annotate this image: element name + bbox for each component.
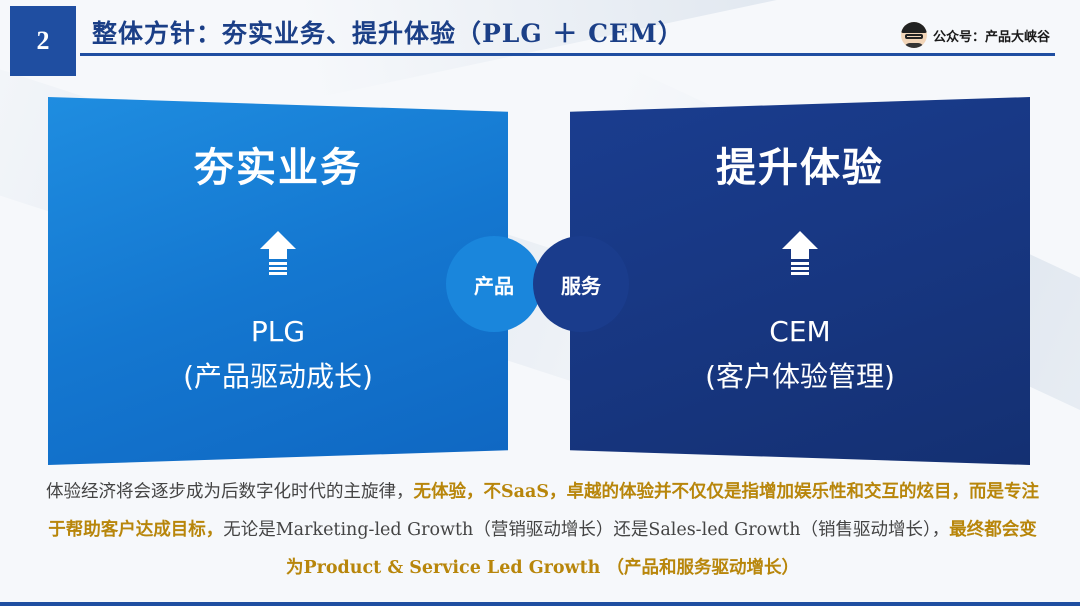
bottom-rule (0, 602, 1080, 606)
summary-paragraph: 体验经济将会逐步成为后数字化时代的主旋律，无体验，不SaaS，卓越的体验并不仅仅… (40, 473, 1045, 587)
brand-label: 公众号：产品大峡谷 (932, 29, 1050, 45)
right-panel-sub1: CEM (769, 315, 831, 348)
left-panel-sub2: (产品驱动成长) (183, 360, 373, 393)
paragraph-segment-1: 体验经济将会逐步成为后数字化时代的主旋律， (46, 482, 414, 502)
service-circle: 服务 (533, 236, 629, 332)
left-panel-sub1: PLG (250, 315, 306, 348)
left-panel-heading: 夯实业务 (194, 145, 362, 191)
title-underline (80, 53, 1055, 56)
up-arrow-icon (782, 231, 818, 275)
right-panel: 提升体验 CEM (客户体验管理) (570, 97, 1030, 465)
brand-header: 公众号：产品大峡谷 (900, 22, 1050, 48)
page-number: 2 (36, 26, 50, 55)
avatar-icon (900, 22, 927, 48)
up-arrow-icon (260, 231, 296, 275)
product-circle: 产品 (446, 236, 542, 332)
left-panel: 夯实业务 PLG (产品驱动成长) (48, 97, 508, 465)
slide-title: 整体方针：夯实业务、提升体验（PLG ＋ CEM） (92, 19, 684, 48)
paragraph-segment-2: 无体验，不SaaS，卓越的体验并不仅仅是指增加娱乐性和交互的炫目，而是专注于帮助… (48, 482, 1039, 540)
service-circle-label: 服务 (561, 273, 601, 298)
paragraph-segment-4: 最终都会变为Product & Service Led Growth （产品和服… (286, 520, 1037, 578)
page-number-badge: 2 (10, 6, 76, 76)
right-panel-sub2: (客户体验管理) (705, 360, 895, 393)
paragraph-segment-3: 无论是Marketing-led Growth（营销驱动增长）还是Sales-l… (223, 520, 950, 540)
product-circle-label: 产品 (474, 273, 514, 298)
right-panel-heading: 提升体验 (716, 145, 884, 191)
